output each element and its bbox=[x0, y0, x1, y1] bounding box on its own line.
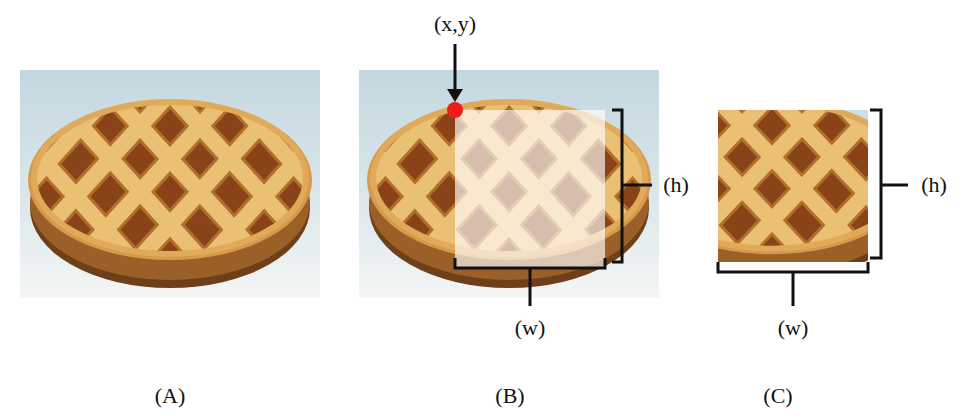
panel-label: (C) bbox=[763, 384, 792, 408]
dimension-label: (h) bbox=[663, 173, 689, 197]
panel-label: (B) bbox=[495, 384, 524, 408]
dimension-label: (w) bbox=[778, 316, 809, 340]
panel-label: (A) bbox=[155, 384, 186, 408]
coordinate-label: (x,y) bbox=[434, 12, 476, 36]
dimension-label: (h) bbox=[921, 173, 947, 197]
dimension-label: (w) bbox=[515, 316, 546, 340]
